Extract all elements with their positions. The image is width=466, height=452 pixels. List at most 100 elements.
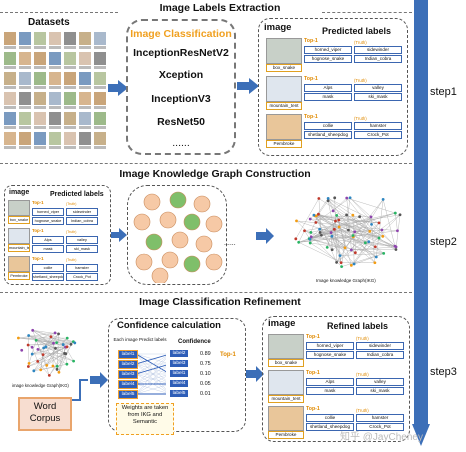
graph-node — [349, 263, 353, 267]
predicted-label: sidewinder — [354, 46, 402, 54]
predicted-label: valley — [356, 378, 404, 386]
graph-node — [339, 261, 343, 265]
graph-edge — [321, 235, 396, 247]
ikg-caption: Image knowledge Graph(IKG) — [316, 278, 376, 283]
graph-node — [326, 197, 330, 200]
dataset-thumbnail — [94, 32, 106, 45]
graph-edge — [395, 214, 401, 250]
confidence-sub: Each image Predict labels — [113, 337, 167, 342]
confidence-value: 0.10 — [200, 371, 211, 377]
graph-edge — [382, 199, 396, 247]
graph-node — [57, 370, 61, 374]
dataset-thumbnail-caption — [34, 66, 46, 69]
confidence-link — [136, 356, 166, 375]
graph-edge — [311, 236, 397, 248]
graph-node — [318, 227, 322, 231]
dataset-thumbnail — [49, 92, 61, 105]
graph-node — [39, 368, 43, 372]
dataset-thumbnail — [34, 112, 46, 125]
graph-node — [381, 197, 385, 201]
predicted-label: Indian_cobra — [354, 55, 402, 63]
graph-edge — [36, 340, 56, 349]
graph-node — [16, 336, 20, 340]
arrow-models-to-predictions — [237, 78, 259, 94]
graph-node — [65, 336, 69, 340]
corpus-graph-connector — [72, 379, 88, 401]
graph-node — [335, 214, 339, 217]
predicted-label: mask — [304, 93, 352, 101]
predicted-label: ski_mask — [66, 245, 98, 253]
step2-label: step2 — [430, 236, 457, 248]
graph-node — [370, 222, 373, 226]
top1-label: Pembroke — [268, 431, 304, 439]
dataset-thumbnail-caption — [79, 126, 91, 129]
graph-node — [36, 359, 40, 363]
dataset-thumbnail — [19, 92, 31, 105]
graph-edge — [341, 253, 384, 267]
watermark: 知乎 @JayCheney — [340, 432, 423, 443]
predicted-label: hognose_snake — [304, 55, 352, 63]
dataset-thumbnail-caption — [64, 46, 76, 49]
predicted-label: shetland_sheepdog — [304, 131, 352, 139]
graph-edge — [351, 214, 401, 266]
graph-node — [45, 363, 49, 367]
top1-label: box_snake — [268, 359, 304, 367]
dataset-thumbnail-caption — [79, 86, 91, 89]
dataset-thumbnail-caption — [64, 126, 76, 129]
graph-edge — [33, 333, 59, 371]
predicted-label: Indian_cobra — [356, 351, 404, 359]
graph-node — [337, 225, 341, 229]
dataset-thumbnail-caption — [79, 46, 91, 49]
label-nodes — [133, 191, 223, 283]
top1-tag: Top-1 — [306, 370, 320, 376]
confidence-link — [136, 385, 166, 395]
model-inceptionresnetv2: InceptionResNetV2 — [133, 47, 229, 59]
top1-label: Pembroke — [8, 272, 30, 280]
graph-edge — [327, 200, 334, 211]
dataset-thumbnail — [94, 112, 106, 125]
graph-edge — [334, 197, 337, 263]
graph-edge — [32, 330, 74, 342]
confidence-left-label: label4 — [118, 380, 138, 389]
graph-node — [309, 231, 313, 234]
weights-note: Weights are taken from IKG and Semantic — [121, 405, 169, 425]
labels-header-2: Predicted labels — [50, 191, 104, 198]
label-node — [183, 213, 201, 231]
graph-node — [51, 364, 55, 368]
graph-node — [31, 328, 35, 332]
dataset-thumbnail-caption — [19, 66, 31, 69]
top1-tag: Top-1 — [32, 256, 44, 261]
graph-edge — [309, 214, 347, 240]
top1-label: mountain_tent — [8, 244, 30, 252]
graph-edge — [320, 232, 354, 237]
graph-node — [394, 248, 398, 251]
section3-divider — [0, 292, 412, 294]
graph-node — [338, 254, 342, 257]
graph-edge — [319, 229, 346, 248]
top1-label: box_snake — [266, 64, 302, 72]
graph-edge — [319, 229, 352, 266]
predicted-label: hognose_snake — [32, 217, 64, 225]
dataset-thumbnail-caption — [49, 86, 61, 89]
graph-node — [351, 234, 355, 237]
predicted-label: horned_viper — [306, 342, 354, 350]
section1-title: Image Labels Extraction — [159, 2, 281, 14]
graph-node — [380, 228, 384, 232]
graph-node — [65, 362, 69, 366]
graph-node — [318, 231, 322, 234]
confidence-title: Confidence calculation — [117, 320, 221, 331]
graph-edge — [298, 242, 342, 263]
dataset-thumbnail — [49, 112, 61, 125]
dataset-thumbnail — [19, 52, 31, 65]
nodes-box — [127, 185, 227, 285]
predicted-label: valley — [354, 84, 402, 92]
predicted-label: horned_viper — [32, 208, 64, 216]
predictions-box-2 — [4, 185, 111, 285]
dataset-thumbnail-caption — [94, 126, 106, 129]
graph-node — [352, 262, 356, 266]
truth-tag: (Truth) — [66, 202, 77, 206]
graph-node — [334, 219, 337, 223]
graph-edge — [351, 253, 384, 266]
graph-edge — [328, 198, 380, 224]
graph-edge — [33, 337, 68, 371]
